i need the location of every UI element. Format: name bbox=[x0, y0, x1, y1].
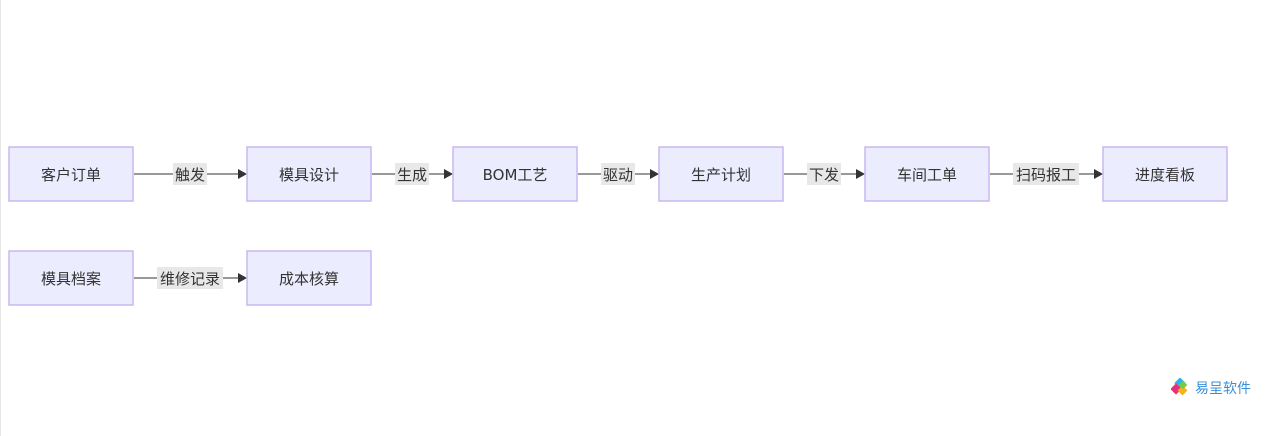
edge-label: 生成 bbox=[397, 166, 427, 184]
node-label: 客户订单 bbox=[41, 166, 101, 184]
node-label: 成本核算 bbox=[279, 270, 339, 288]
node-label: 进度看板 bbox=[1135, 166, 1195, 184]
edge-label: 触发 bbox=[175, 166, 205, 184]
node-label: 模具设计 bbox=[279, 166, 339, 184]
edge-label: 维修记录 bbox=[160, 270, 220, 288]
edge-workorder-to-dashboard: 扫码报工 bbox=[990, 163, 1103, 185]
node-cost-accounting[interactable]: 成本核算 bbox=[246, 250, 372, 306]
node-label: BOM工艺 bbox=[483, 166, 548, 184]
node-bom-process[interactable]: BOM工艺 bbox=[452, 146, 578, 202]
edge-design-to-bom: 生成 bbox=[372, 163, 453, 185]
edge-order-to-design: 触发 bbox=[134, 163, 247, 185]
node-production-plan[interactable]: 生产计划 bbox=[658, 146, 784, 202]
node-customer-order[interactable]: 客户订单 bbox=[8, 146, 134, 202]
node-label: 车间工单 bbox=[897, 166, 957, 184]
edge-plan-to-workorder: 下发 bbox=[784, 163, 865, 185]
edge-archive-to-cost: 维修记录 bbox=[134, 267, 247, 289]
watermark: 易呈软件 bbox=[1171, 378, 1251, 398]
node-progress-board[interactable]: 进度看板 bbox=[1102, 146, 1228, 202]
node-mold-design[interactable]: 模具设计 bbox=[246, 146, 372, 202]
watermark-text: 易呈软件 bbox=[1195, 381, 1251, 397]
node-mold-archive[interactable]: 模具档案 bbox=[8, 250, 134, 306]
node-workshop-order[interactable]: 车间工单 bbox=[864, 146, 990, 202]
node-label: 生产计划 bbox=[691, 166, 751, 184]
edge-label: 扫码报工 bbox=[1016, 166, 1076, 184]
logo-diamond-icon bbox=[1171, 378, 1188, 396]
edge-label: 驱动 bbox=[603, 166, 633, 184]
node-label: 模具档案 bbox=[41, 270, 101, 288]
left-border bbox=[0, 0, 1, 436]
edge-bom-to-plan: 驱动 bbox=[578, 163, 659, 185]
edge-label: 下发 bbox=[809, 166, 839, 184]
